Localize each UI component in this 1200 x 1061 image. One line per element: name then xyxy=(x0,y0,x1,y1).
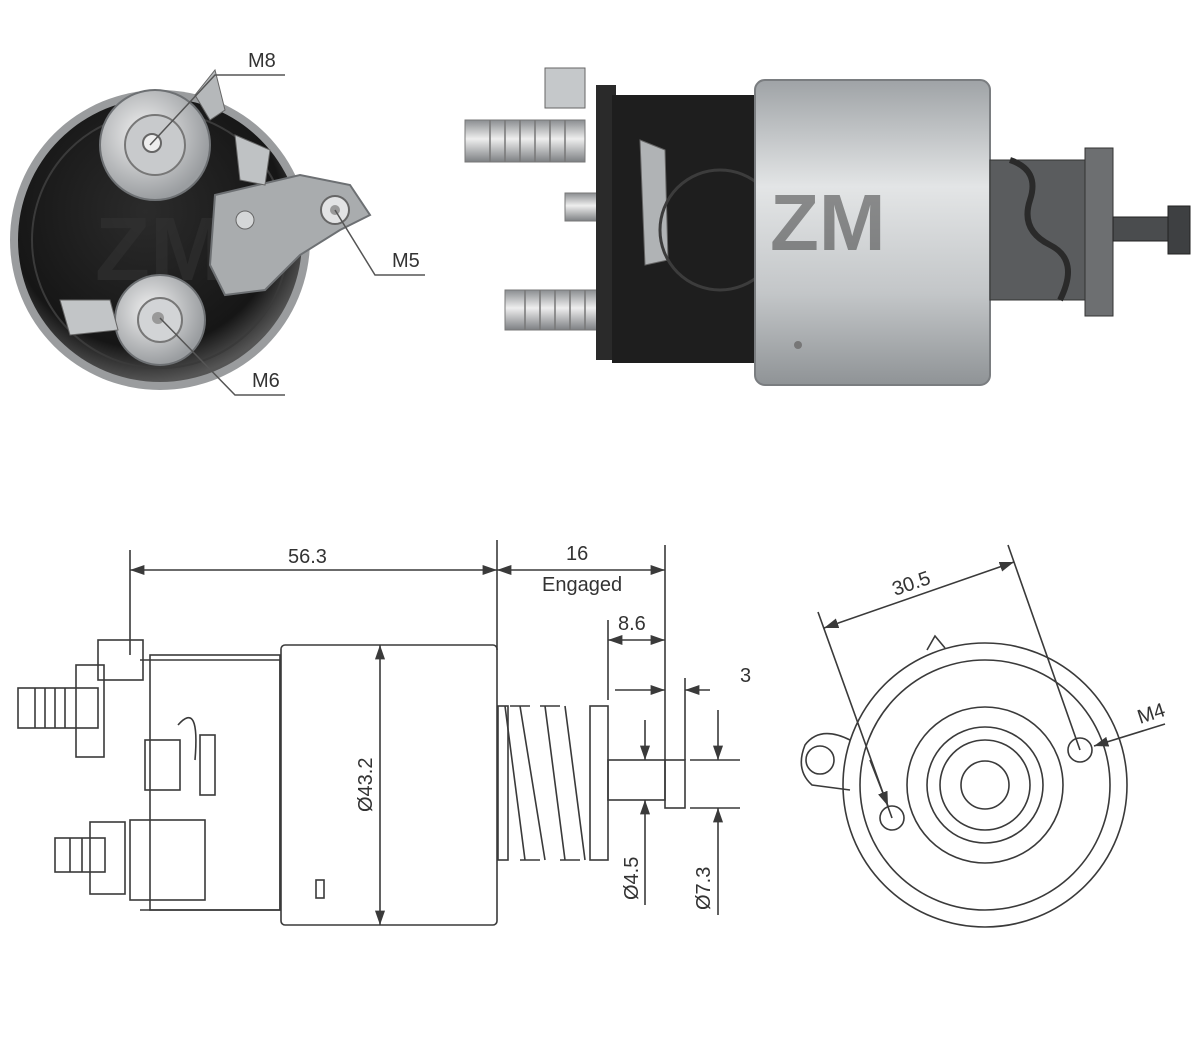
leader-m6 xyxy=(159,317,285,396)
m6-terminal xyxy=(59,274,206,366)
dim-length: 56.3 xyxy=(288,546,327,568)
m6-stud xyxy=(504,289,606,331)
mount-hole-left xyxy=(879,805,905,831)
drawing-end xyxy=(800,544,1166,928)
label-m5: M5 xyxy=(392,250,420,272)
photo-end-view: ZM M8 M5 M6 xyxy=(10,50,425,396)
dim-travel: 16 xyxy=(566,543,588,565)
dim-hole-spacing: 30.5 xyxy=(889,567,933,600)
leader-m8 xyxy=(149,74,285,146)
label-m8: M8 xyxy=(248,50,276,72)
solenoid-housing: ZM xyxy=(754,79,991,386)
plunger xyxy=(989,147,1191,317)
terminal-cap xyxy=(596,85,782,363)
mount-hole-right xyxy=(1067,737,1093,763)
dim-plunger-offset: 8.6 xyxy=(618,613,646,635)
dim-plunger-diameter: Ø4.5 xyxy=(621,857,643,900)
dim-travel-note: Engaged xyxy=(542,574,622,596)
label-m6: M6 xyxy=(252,370,280,392)
photo-side-view: ZM xyxy=(464,67,1191,386)
m8-stud xyxy=(464,67,586,163)
dim-tip-length: 3 xyxy=(740,665,751,687)
svg-text:ZM: ZM xyxy=(770,178,886,267)
dim-body-diameter: Ø43.2 xyxy=(355,758,377,812)
drawing-side xyxy=(17,540,740,926)
dim-line-hole-spacing xyxy=(823,561,1015,629)
leader-m5 xyxy=(334,209,425,276)
dim-tip-diameter: Ø7.3 xyxy=(693,867,715,910)
